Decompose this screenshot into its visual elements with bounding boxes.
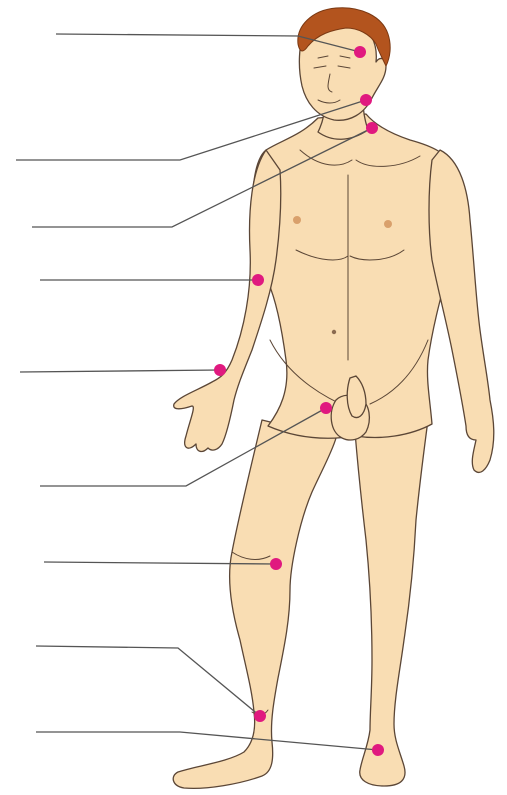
marker-jaw [360,94,372,106]
right-arm [429,150,494,472]
left-arm [174,150,281,451]
right-nipple [384,220,392,228]
marker-foot [372,744,384,756]
right-leg [355,420,428,786]
marker-knee [270,558,282,570]
marker-temple [354,46,366,58]
marker-elbow [252,274,264,286]
marker-neck [366,122,378,134]
navel [332,330,336,334]
leader-line-ankle [36,646,260,716]
left-nipple [293,216,301,224]
leader-line-wrist [20,370,220,372]
marker-ankle [254,710,266,722]
marker-wrist [214,364,226,376]
leader-line-foot [36,732,378,750]
marker-groin [320,402,332,414]
body-figure [173,8,494,789]
